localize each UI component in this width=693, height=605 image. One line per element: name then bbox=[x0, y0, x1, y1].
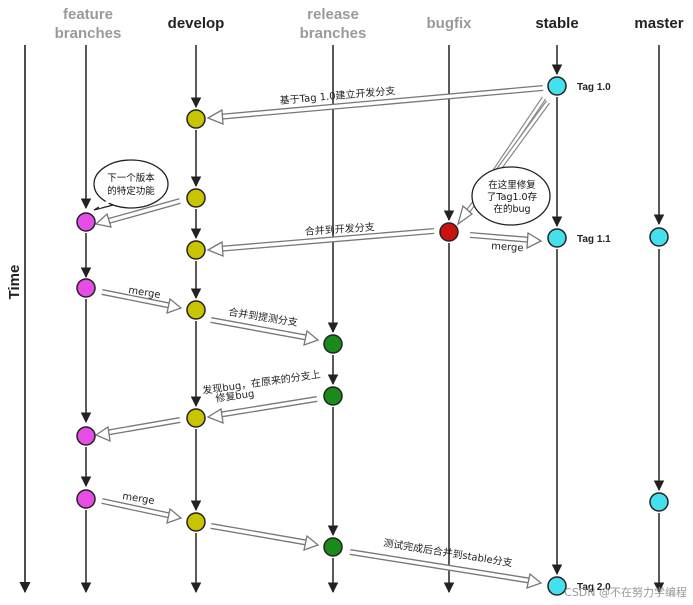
commit-develop-1 bbox=[186, 109, 206, 129]
commits bbox=[76, 76, 669, 596]
header-stable: stable bbox=[535, 15, 578, 32]
arrow-release-to-stable bbox=[349, 549, 543, 590]
column-headers: feature branches develop release branche… bbox=[55, 6, 684, 42]
commit-develop-4 bbox=[186, 300, 206, 320]
commit-stable-tag10 bbox=[547, 76, 567, 96]
commit-stable-tag11 bbox=[547, 228, 567, 248]
commit-stable-tag20 bbox=[547, 576, 567, 596]
arrow-stable-to-develop bbox=[206, 85, 544, 125]
arrow-labels: 基于Tag 1.0建立开发分支 合并到开发分支 merge merge 合并到提… bbox=[122, 84, 524, 569]
commit-bugfix-1 bbox=[439, 222, 459, 242]
header-feature-line2: branches bbox=[55, 25, 122, 42]
flow-arrows bbox=[94, 85, 544, 590]
bubble-bugfix-note: 在这里修复 了Tag1.0存 在的bug bbox=[471, 166, 551, 226]
commit-feature-2 bbox=[76, 278, 96, 298]
commit-feature-3 bbox=[76, 426, 96, 446]
tag-1-0: Tag 1.0 bbox=[577, 82, 611, 93]
arrow-bugfix-to-develop bbox=[206, 228, 435, 257]
commit-release-1 bbox=[323, 334, 343, 354]
arrow-develop-to-feature-1 bbox=[94, 198, 181, 228]
tag-labels: Tag 1.0 Tag 1.1 Tag 2.0 bbox=[577, 82, 611, 593]
arrow-develop-to-release-2 bbox=[210, 523, 320, 552]
time-label: Time bbox=[6, 265, 23, 300]
label-merge-bugfix-stable: merge bbox=[491, 241, 524, 254]
header-release-line1: release bbox=[307, 6, 359, 23]
header-release-line2: branches bbox=[300, 25, 367, 42]
label-merge-feature-1: merge bbox=[128, 285, 162, 301]
commit-develop-2 bbox=[186, 188, 206, 208]
arrow-release-to-develop bbox=[206, 396, 318, 425]
header-feature-line1: feature bbox=[63, 6, 113, 23]
header-master: master bbox=[634, 15, 683, 32]
watermark: CSDN @不在努力学编程 bbox=[564, 585, 687, 599]
bubble-bugfix-line1: 在这里修复 bbox=[488, 179, 536, 191]
label-test-done: 测试完成后合并到stable分支 bbox=[383, 536, 514, 569]
commit-develop-5 bbox=[186, 408, 206, 428]
commit-feature-4 bbox=[76, 489, 96, 509]
bubble-bugfix-line3: 在的bug bbox=[493, 203, 530, 215]
commit-release-2 bbox=[323, 386, 343, 406]
commit-release-3 bbox=[323, 537, 343, 557]
bubble-feature-note: 下一个版本 的特定功能 bbox=[93, 159, 169, 211]
bubble-feature-line2: 的特定功能 bbox=[107, 185, 155, 197]
tag-1-1: Tag 1.1 bbox=[577, 234, 611, 245]
arrow-develop-to-feature-2 bbox=[94, 417, 181, 443]
arrow-develop-to-release-1 bbox=[210, 317, 320, 347]
arrow-feature-to-develop-1 bbox=[101, 289, 183, 315]
arrow-bugfix-to-stable bbox=[469, 231, 543, 250]
header-develop: develop bbox=[168, 15, 225, 32]
label-merge-feature-2: merge bbox=[122, 491, 156, 507]
commit-master-2 bbox=[649, 492, 669, 512]
header-bugfix: bugfix bbox=[427, 15, 473, 32]
bubble-feature-line1: 下一个版本 bbox=[107, 172, 155, 184]
commit-develop-3 bbox=[186, 240, 206, 260]
tag-2-0: Tag 2.0 bbox=[577, 582, 611, 593]
commit-develop-6 bbox=[186, 512, 206, 532]
arrow-feature-to-develop-2 bbox=[101, 498, 183, 525]
bubble-bugfix-line2: 了Tag1.0存 bbox=[487, 191, 538, 203]
commit-master-1 bbox=[649, 227, 669, 247]
commit-feature-1 bbox=[76, 212, 96, 232]
lanes bbox=[80, 45, 665, 594]
